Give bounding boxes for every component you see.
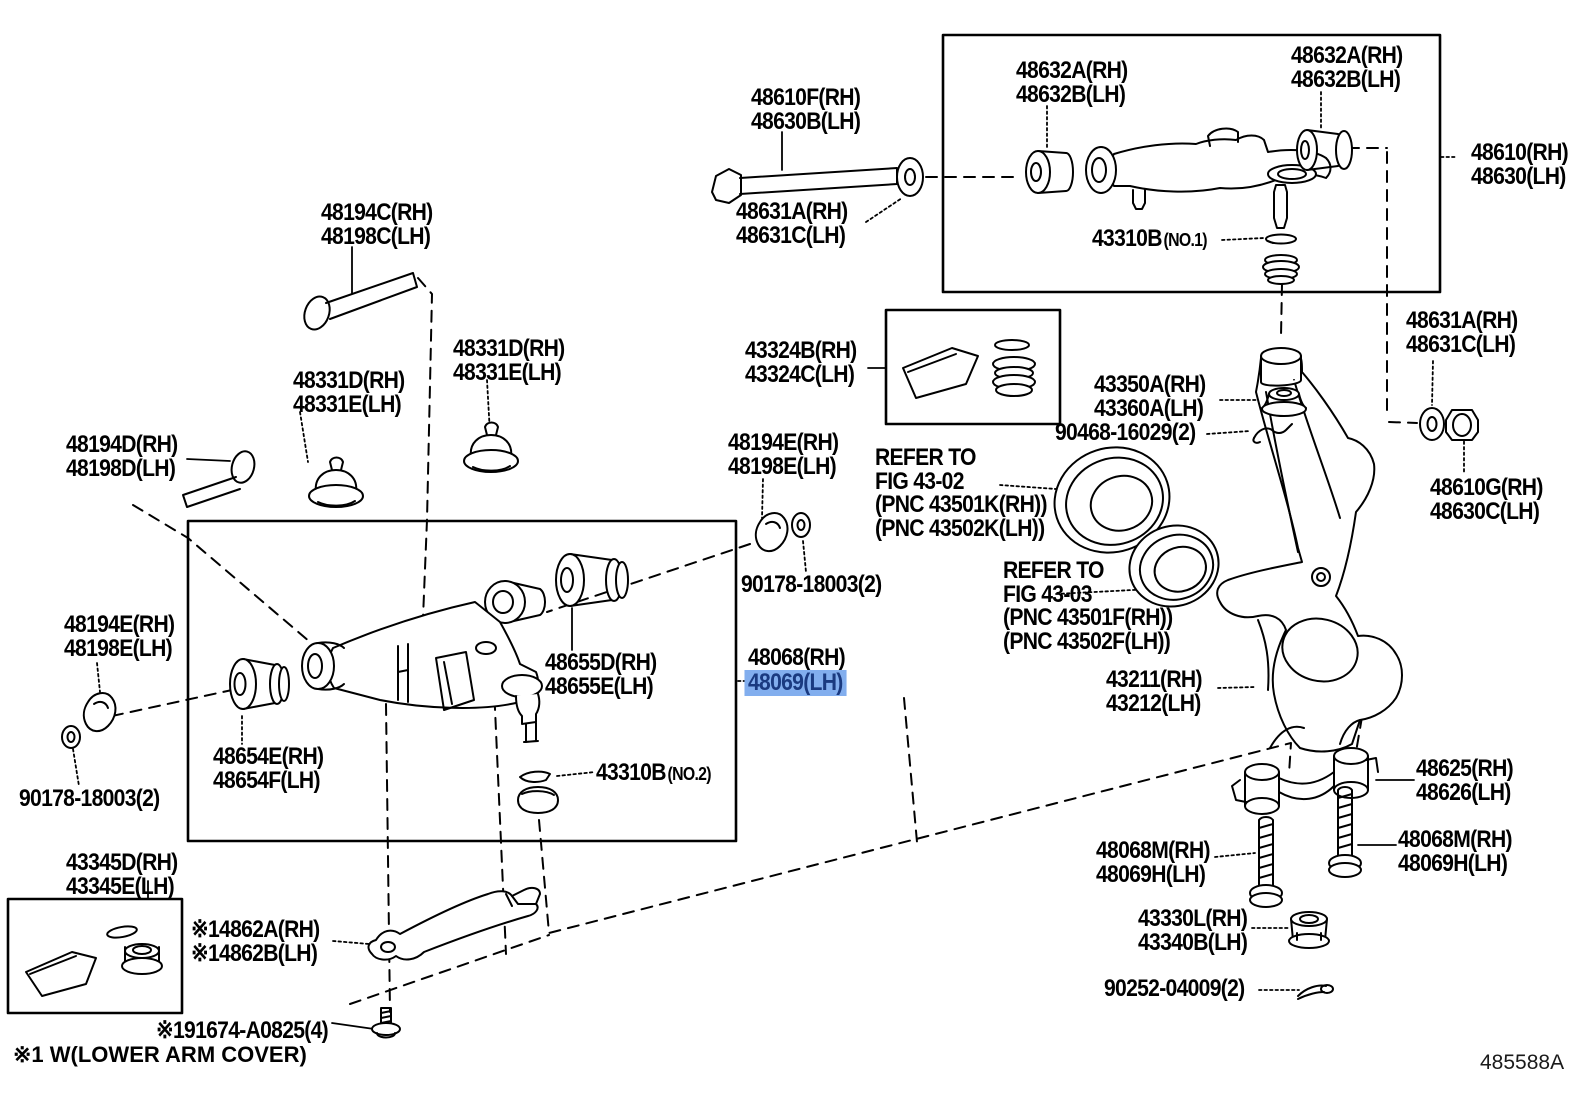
group-boxes xyxy=(6,33,1442,1015)
bushing-48655d-sketch xyxy=(555,553,629,607)
washer-48631-right-sketch xyxy=(1419,407,1445,441)
nut-48610g-sketch xyxy=(1445,409,1479,441)
part-label-43324b[interactable]: 43324B(RH) 43324C(LH) xyxy=(745,337,857,388)
part-label-90468[interactable]: 90468-16029(2) xyxy=(1055,419,1196,446)
part-label-48331d-right[interactable]: 48331D(RH) 48331E(LH) xyxy=(453,335,565,386)
bolt-48068m-left-sketch xyxy=(1249,816,1283,908)
washer-90178-mid-sketch xyxy=(791,512,811,538)
hub-seal-4303-sketch xyxy=(1128,524,1220,608)
part-label-48631a-right[interactable]: 48631A(RH) 48631C(LH) xyxy=(1406,307,1518,358)
part-label-43310b-no1[interactable]: 43310B(NO.1) xyxy=(1092,225,1208,252)
part-label-191674[interactable]: ※191674-A0825(4) xyxy=(156,1017,329,1044)
bolt-48194c-sketch xyxy=(303,272,418,331)
part-label-43330l[interactable]: 43330L(RH) 43340B(LH) xyxy=(1138,905,1248,956)
part-label-43350a[interactable]: 43350A(RH) 43360A(LH) xyxy=(1094,371,1206,422)
diagram-code: 485588A xyxy=(1480,1051,1565,1074)
part-label-48632-left[interactable]: 48632A(RH) 48632B(LH) xyxy=(1016,57,1128,108)
part-label-14862[interactable]: ※14862A(RH) ※14862B(LH) xyxy=(191,916,320,967)
part-label-48625[interactable]: 48625(RH) 48626(LH) xyxy=(1416,755,1514,806)
upper-arm-box xyxy=(941,33,1442,294)
ball-joint-boot-sketch xyxy=(517,786,559,814)
bolt-191674-sketch xyxy=(371,1007,401,1039)
bolt-48068m-right-sketch xyxy=(1328,786,1362,878)
part-label-43345d[interactable]: 43345D(RH) 43345E(LH) xyxy=(66,849,178,900)
ball-joint-48331d-left-sketch xyxy=(308,456,364,508)
lower-arm-box xyxy=(186,519,738,843)
part-label-48194e-mid[interactable]: 48194E(RH) 48198E(LH) xyxy=(728,429,839,480)
part-label-43310b-no2[interactable]: 43310B(NO.2) xyxy=(596,759,712,786)
clip-90468-sketch xyxy=(1252,423,1293,444)
part-label-43211[interactable]: 43211(RH) 43212(LH) xyxy=(1106,666,1203,717)
washer-90178-left-sketch xyxy=(61,725,81,749)
part-label-90178-mid[interactable]: 90178-18003(2) xyxy=(741,571,882,598)
part-label-90178-left[interactable]: 90178-18003(2) xyxy=(19,785,160,812)
part-label-48631a-top[interactable]: 48631A(RH) 48631C(LH) xyxy=(736,198,848,249)
part-label-48331d-left[interactable]: 48331D(RH) 48331E(LH) xyxy=(293,367,405,418)
hub-seal-4302-sketch xyxy=(1053,446,1171,554)
part-label-48610g[interactable]: 48610G(RH) 48630C(LH) xyxy=(1430,474,1543,525)
lower-control-arm-sketch xyxy=(301,580,546,743)
part-label-48194e-left[interactable]: 48194E(RH) 48198E(LH) xyxy=(64,611,175,662)
part-label-48194d[interactable]: 48194D(RH) 48198D(LH) xyxy=(66,431,178,482)
part-label-48068m-right[interactable]: 48068M(RH) 48069H(LH) xyxy=(1398,826,1513,877)
dashed-assembly-lines xyxy=(111,147,1418,1013)
cotter-pin-90252-sketch xyxy=(1297,984,1334,1000)
part-label-48632-right[interactable]: 48632A(RH) 48632B(LH) xyxy=(1291,42,1403,93)
part-label-48194c[interactable]: 48194C(RH) 48198C(LH) xyxy=(321,199,433,250)
kit-43324-contents-sketch xyxy=(902,339,1036,399)
kit-box-43324 xyxy=(884,308,1062,426)
spring-washer-no1-sketch xyxy=(1262,254,1300,285)
bolt-48194d-sketch xyxy=(182,450,256,508)
part-label-48654e[interactable]: 48654E(RH) 48654F(LH) xyxy=(213,743,324,794)
refer-block-fig-43-03[interactable]: REFER TO FIG 43-03 (PNC 43501F(RH)) (PNC… xyxy=(1003,557,1173,655)
grommet-43350a-sketch xyxy=(1261,387,1307,417)
snap-ring-no1-sketch xyxy=(1265,233,1297,245)
part-label-48655d[interactable]: 48655D(RH) 48655E(LH) xyxy=(545,649,657,700)
cam-48194e-mid-sketch xyxy=(754,512,789,552)
selected-part-highlight: 48069(LH) xyxy=(744,669,847,696)
leader-lines-dotted xyxy=(72,91,1465,991)
cam-48194e-left-sketch xyxy=(82,692,117,732)
refer-block-fig-43-02[interactable]: REFER TO FIG 43-02 (PNC 43501K(RH)) (PNC… xyxy=(875,444,1048,542)
cam-bolt-48610f-sketch xyxy=(711,167,898,204)
kit-box-43345 xyxy=(6,897,184,1015)
arm-cover-14862-sketch xyxy=(367,886,541,961)
bushing-48654e-sketch xyxy=(229,658,290,710)
washer-48631-top-sketch xyxy=(896,157,924,197)
part-label-48068-selected[interactable]: 48068(RH) 48069(LH) xyxy=(744,646,847,696)
part-label-48610[interactable]: 48610(RH) 48630(LH) xyxy=(1471,139,1569,190)
kit-43345-contents-sketch xyxy=(25,925,163,997)
ball-joint-48331d-right-sketch xyxy=(463,421,519,473)
part-label-48610f[interactable]: 48610F(RH) 48630B(LH) xyxy=(751,84,861,135)
snap-ring-no2-sketch xyxy=(519,770,551,783)
part-label-90252[interactable]: 90252-04009(2) xyxy=(1104,975,1245,1002)
bushing-48632a-sketch xyxy=(1025,150,1074,194)
footnote-lower-arm-cover: ※1 W(LOWER ARM COVER) xyxy=(13,1042,307,1067)
part-label-48068m-left[interactable]: 48068M(RH) 48069H(LH) xyxy=(1096,837,1211,888)
bushing-48632b-sketch xyxy=(1296,129,1353,171)
upper-control-arm-sketch xyxy=(1085,127,1332,229)
nut-43330l-sketch xyxy=(1288,911,1330,949)
steering-knuckle-sketch xyxy=(1216,347,1403,753)
bracket-48625-sketch xyxy=(1231,747,1379,815)
